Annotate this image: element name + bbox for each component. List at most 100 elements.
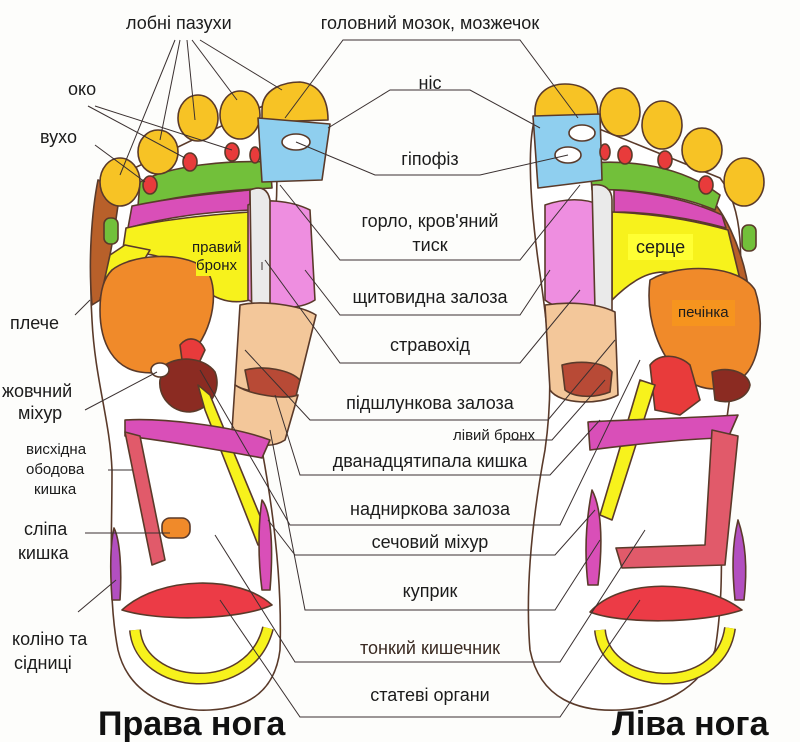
leader-throat	[279, 184, 581, 261]
leader-brain	[284, 39, 579, 119]
leader-sinus-3	[186, 39, 196, 121]
label-right-bronchus-1: правий	[192, 238, 242, 258]
label-ascending-colon-2: ободова	[26, 461, 85, 478]
left-toe-3	[641, 100, 683, 150]
leader-adrenal	[199, 359, 641, 526]
left-toe-5	[723, 157, 765, 207]
label-thyroid: щитовидна залоза	[352, 287, 508, 307]
right-shoulder-inner	[103, 217, 119, 245]
right-ascending-colon	[124, 431, 166, 566]
leader-sinus-1	[119, 39, 176, 176]
left-eye-point-1	[599, 143, 611, 161]
left-spleen	[649, 355, 701, 416]
left-shoulder-inner	[741, 224, 757, 252]
label-bladder: сечовий міхур	[371, 532, 489, 552]
left-eye-point-4	[698, 175, 714, 195]
leader-bronchus	[510, 379, 606, 441]
right-cecum	[161, 517, 191, 539]
label-throat-2: тиск	[412, 235, 448, 255]
right-transverse-colon	[124, 418, 271, 459]
leader-eye-1	[87, 105, 186, 159]
left-genital	[589, 585, 743, 622]
left-eye-point-3	[657, 150, 673, 170]
label-knee-1: коліно та	[12, 629, 88, 649]
left-intestine-arc-fill	[595, 627, 735, 683]
leader-lines	[74, 39, 646, 718]
label-cecum-2: кишка	[18, 543, 69, 563]
right-eye-point-1	[142, 175, 158, 195]
left-lung-magenta	[613, 189, 727, 229]
right-eye-point-4	[249, 146, 261, 164]
label-ascending-colon-3: кишка	[34, 481, 77, 498]
title-left-foot: Ліва нога	[612, 705, 769, 742]
label-gallbladder-1: жовчний	[2, 381, 73, 401]
label-eye: око	[68, 79, 97, 99]
left-descending-colon	[615, 429, 739, 569]
left-transverse-colon	[587, 414, 739, 451]
label-throat-1: горло, кров'яний	[361, 211, 499, 231]
label-ascending-colon-1: висхідна	[26, 441, 87, 458]
right-genital	[121, 582, 273, 619]
leader-small-intestine	[214, 529, 646, 663]
right-toe-5	[99, 157, 141, 207]
label-nose: ніс	[418, 73, 442, 93]
left-knee-zone	[732, 519, 747, 601]
label-ear: вухо	[40, 127, 77, 147]
left-kidney	[711, 368, 751, 403]
leader-knee	[77, 579, 117, 613]
left-big-toe	[534, 83, 599, 119]
label-adrenal: надниркова залоза	[350, 499, 510, 519]
leader-eye-2	[94, 105, 233, 151]
label-right-bronchus-2: бронх	[196, 256, 238, 276]
label-small-intestine: тонкий кишечник	[359, 638, 501, 658]
left-ureter	[599, 379, 656, 521]
label-pancreas: підшлункова залоза	[346, 393, 514, 413]
label-cecum-1: сліпа	[24, 519, 68, 539]
leader-genital	[219, 599, 641, 718]
label-heart: серце	[628, 234, 694, 260]
leader-pituitary	[295, 141, 569, 176]
leader-sinus-5	[199, 39, 283, 91]
label-liver: печінка	[672, 300, 735, 326]
label-gallbladder-2: міхур	[18, 403, 63, 423]
right-eye-point-3	[224, 142, 240, 162]
leader-sinus-2	[159, 39, 181, 141]
leader-bladder	[267, 509, 596, 556]
right-eye-point-2	[182, 152, 198, 172]
leader-coccyx	[269, 429, 601, 611]
label-frontal-sinuses: лобні пазухи	[126, 13, 232, 33]
left-pancreas	[561, 361, 613, 398]
label-pituitary: гіпофіз	[401, 149, 459, 169]
leader-thyroid	[304, 269, 551, 316]
leader-gallbladder	[84, 371, 158, 411]
label-esophagus: стравохід	[390, 335, 470, 355]
right-toe-2	[219, 90, 261, 140]
left-foot	[527, 83, 765, 711]
leader-sinus-4	[191, 39, 238, 101]
left-toe-2	[599, 87, 641, 137]
right-bladder-zone	[258, 499, 273, 591]
right-foot	[89, 81, 331, 711]
label-brain: головний мозок, мозжечок	[320, 13, 540, 33]
left-eye-point-2	[617, 145, 633, 165]
right-toe-4	[137, 129, 179, 175]
leader-pancreas	[244, 339, 616, 421]
leader-ear	[94, 144, 146, 183]
title-right-foot: Права нога	[98, 705, 286, 742]
label-left-bronchus: лівий бронх	[453, 427, 536, 444]
right-trachea-strip	[249, 187, 271, 331]
label-knee-2: сідниці	[14, 653, 72, 673]
label-shoulder: плече	[10, 313, 60, 333]
left-toe-4	[681, 127, 723, 173]
leader-nose	[327, 89, 541, 129]
right-intestine-arc-fill	[130, 626, 273, 683]
leader-duodenum	[274, 394, 601, 476]
leader-esophagus	[264, 259, 581, 364]
label-duodenum: дванадцятипала кишка	[332, 451, 528, 471]
right-gallbladder	[150, 362, 170, 378]
left-trachea-strip	[591, 183, 613, 321]
right-toe-3	[177, 94, 219, 142]
leader-shoulder	[74, 299, 91, 316]
